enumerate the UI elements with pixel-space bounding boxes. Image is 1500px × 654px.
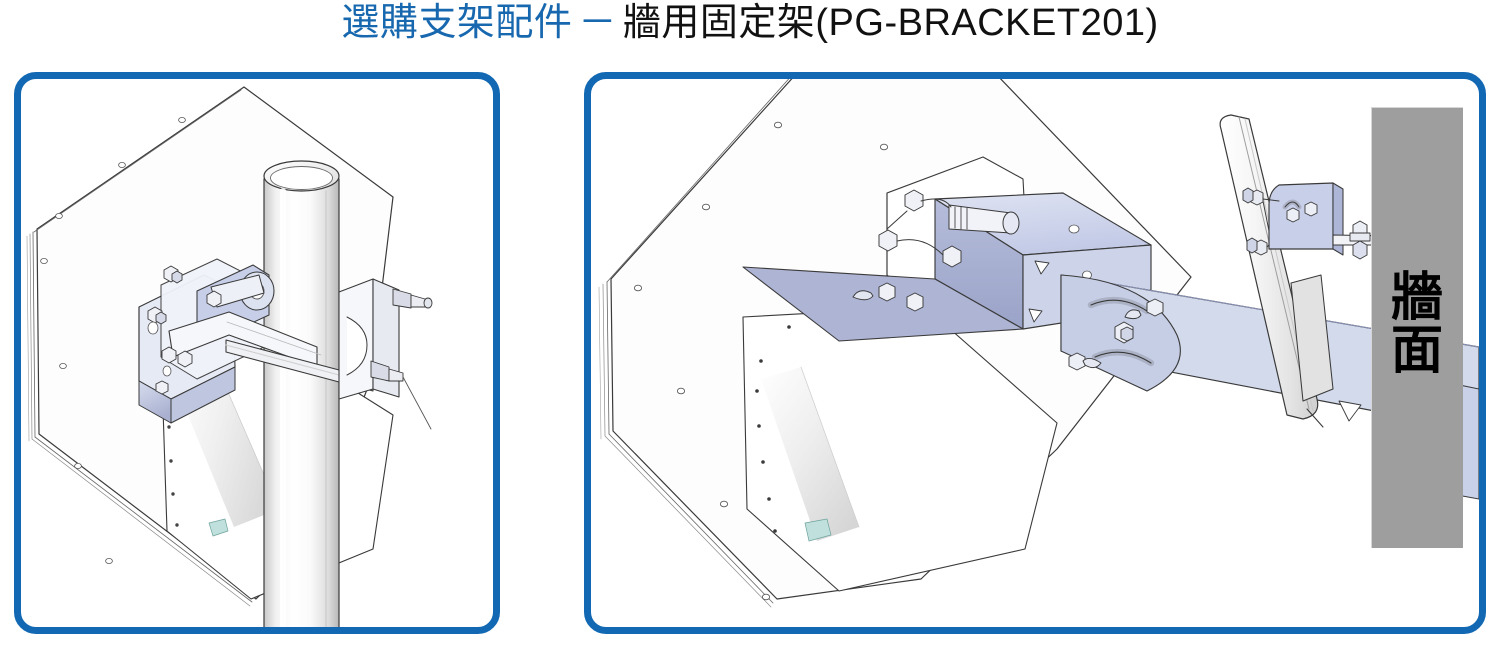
antenna-radome-iso xyxy=(742,306,1058,592)
page-title-main: 選購支架配件 xyxy=(341,2,573,44)
page-title-separator: － xyxy=(578,2,617,44)
side-bolts xyxy=(1242,187,1268,256)
wall-mount-panel xyxy=(584,72,1486,634)
pole-mount-drawing xyxy=(26,86,433,627)
page-title: 選購支架配件－牆用固定架(PG-BRACKET201) xyxy=(0,4,1500,42)
hex-bolt-group xyxy=(147,265,222,395)
wall-label-char-2: 面 xyxy=(1390,321,1443,382)
side-bracket xyxy=(1268,182,1344,256)
pivot-hardware xyxy=(1068,298,1164,371)
wall-mount-drawing xyxy=(598,79,1479,608)
wall-surface-label: 牆 面 xyxy=(1385,268,1449,382)
channel-hardware xyxy=(852,189,1020,312)
u-bolt-hardware xyxy=(370,288,433,430)
wall-surface-block xyxy=(1371,107,1463,548)
mounting-pole xyxy=(263,160,340,627)
page-title-model: 牆用固定架(PG-BRACKET201) xyxy=(622,2,1159,44)
wall-label-char-1: 牆 xyxy=(1390,268,1443,328)
pole-mount-panel xyxy=(14,72,500,634)
pole-clamp xyxy=(338,278,400,400)
bracket-holes xyxy=(147,321,172,377)
connecting-arm xyxy=(168,311,374,392)
